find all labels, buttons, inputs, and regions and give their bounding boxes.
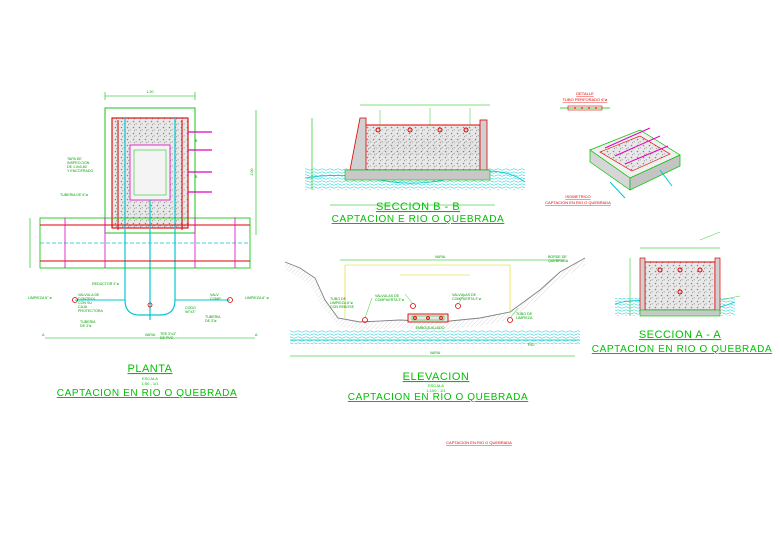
planta-label-valvula-right: VALV.COMP. xyxy=(210,293,221,301)
seccion-bb-title: SECCION B - B xyxy=(376,201,460,213)
planta-marker-b-bottom: B xyxy=(195,175,198,179)
planta-label-limpieza-left: LIMPIEZA 6" ø xyxy=(28,296,52,300)
seccion-aa-drawing xyxy=(614,231,741,317)
planta-marker-a-right: A xyxy=(255,333,258,337)
seccion-bb-subtitle: CAPTACION E RIO O QUEBRADA xyxy=(332,214,505,225)
elevacion-varia-top: VARIA xyxy=(435,255,446,259)
planta-marker-b-top: B xyxy=(195,139,198,143)
planta-label-limpieza-right: LIMPIEZA 6" ø xyxy=(245,296,269,300)
planta-label-tuberia-left: TUBERIA DE 6"ø xyxy=(60,193,89,197)
planta-drawing: 1.20 2.00 xyxy=(28,90,269,340)
detalle-subtitle: TUBO PERFORADO 6"ø xyxy=(563,97,608,102)
planta-marker-a-left: A xyxy=(42,333,45,337)
planta-varia: VARIA xyxy=(145,333,156,337)
elevacion-label-rio: RIO xyxy=(528,343,535,347)
planta-dim-top: 1.20 xyxy=(147,90,154,94)
planta-label-reductor: REDUCTOR 3"ø xyxy=(92,282,120,286)
planta-subtitle: CAPTACION EN RIO O QUEBRADA xyxy=(57,388,237,399)
planta-label-tee: TEE 3"x3"DE PVC xyxy=(160,332,177,340)
isometrico-subtitle: CAPTACION EN RIO O QUEBRADA xyxy=(545,200,611,205)
detalle-title: DETALLE xyxy=(576,91,594,96)
elevacion-scale-label: ESCALA xyxy=(428,383,444,388)
seccion-aa-title: SECCION A - A xyxy=(639,329,721,341)
planta-scale-label: ESCALA xyxy=(142,376,158,381)
elevacion-varia-bottom: VARIA xyxy=(430,351,441,355)
isometrico-title: ISOMETRICO xyxy=(565,194,590,199)
elevacion-subtitle: CAPTACION EN RIO O QUEBRADA xyxy=(348,392,528,403)
elevacion-scale: 1:100 - 1/1 xyxy=(426,388,446,393)
detalle-drawing xyxy=(560,105,610,111)
seccion-bb-drawing xyxy=(304,104,526,206)
elevacion-label-emboquillado: EMBOQUILLADO xyxy=(416,326,445,330)
planta-scale: 1:50 - 1/1 xyxy=(142,381,160,386)
planta-title: PLANTA xyxy=(128,363,173,375)
seccion-aa-subtitle: CAPTACION EN RIO O QUEBRADA xyxy=(592,344,772,355)
footer-caption: CAPTACION EN RIO O QUEBRADA xyxy=(446,440,512,445)
isometrico-drawing xyxy=(589,127,681,199)
elevacion-title: ELEVACION xyxy=(403,371,470,383)
planta-dim-right: 2.00 xyxy=(250,169,254,176)
